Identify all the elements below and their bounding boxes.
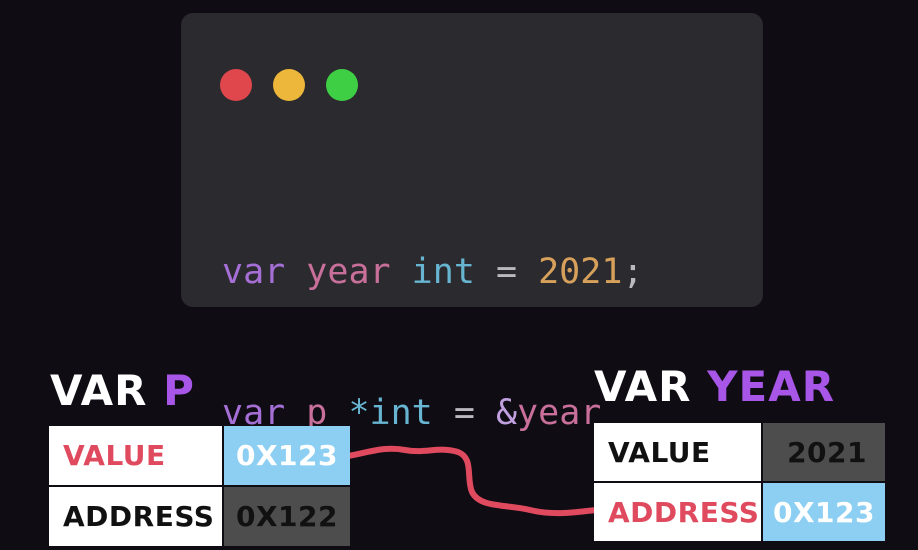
code-token bbox=[285, 252, 306, 292]
code-block: var year int = 2021; var p *int = &year bbox=[222, 155, 643, 531]
code-token: p bbox=[306, 393, 328, 433]
code-token: ; bbox=[622, 252, 644, 292]
minimize-dot-icon bbox=[273, 69, 305, 101]
var-year-value: 2021 bbox=[763, 423, 885, 481]
var-p-address: 0X122 bbox=[224, 487, 350, 546]
var-p-address-label: ADDRESS bbox=[49, 487, 222, 546]
code-token: & bbox=[495, 393, 518, 433]
code-token bbox=[391, 252, 412, 292]
maximize-dot-icon bbox=[326, 69, 358, 101]
code-token: = bbox=[432, 393, 496, 433]
var-year-address: 0X123 bbox=[763, 483, 885, 541]
var-year-table: VALUE 2021 ADDRESS 0X123 bbox=[594, 423, 885, 541]
var-year-title: VAR YEAR bbox=[594, 366, 835, 408]
code-token: year bbox=[306, 252, 391, 292]
code-token: int bbox=[411, 252, 475, 292]
code-line: var year int = 2021; bbox=[222, 249, 643, 296]
var-p-name: P bbox=[163, 366, 195, 415]
var-p-value: 0X123 bbox=[224, 426, 350, 485]
var-year-name: YEAR bbox=[707, 362, 836, 411]
var-p-title: VAR P bbox=[50, 370, 195, 412]
var-p-value-label: VALUE bbox=[49, 426, 222, 485]
code-token: var bbox=[222, 252, 286, 292]
var-year-keyword: VAR bbox=[594, 362, 692, 411]
code-line: var p *int = &year bbox=[222, 390, 643, 437]
close-dot-icon bbox=[220, 69, 252, 101]
code-token: 2021 bbox=[538, 252, 623, 292]
var-year-address-label: ADDRESS bbox=[594, 483, 761, 541]
code-token: year bbox=[517, 393, 602, 433]
code-window: var year int = 2021; var p *int = &year bbox=[181, 13, 763, 433]
var-p-table: VALUE 0X123 ADDRESS 0X122 bbox=[49, 426, 350, 546]
code-token: *int bbox=[348, 393, 433, 433]
code-token: = bbox=[474, 252, 539, 292]
var-p-keyword: VAR bbox=[50, 366, 148, 415]
var-year-value-label: VALUE bbox=[594, 423, 761, 481]
